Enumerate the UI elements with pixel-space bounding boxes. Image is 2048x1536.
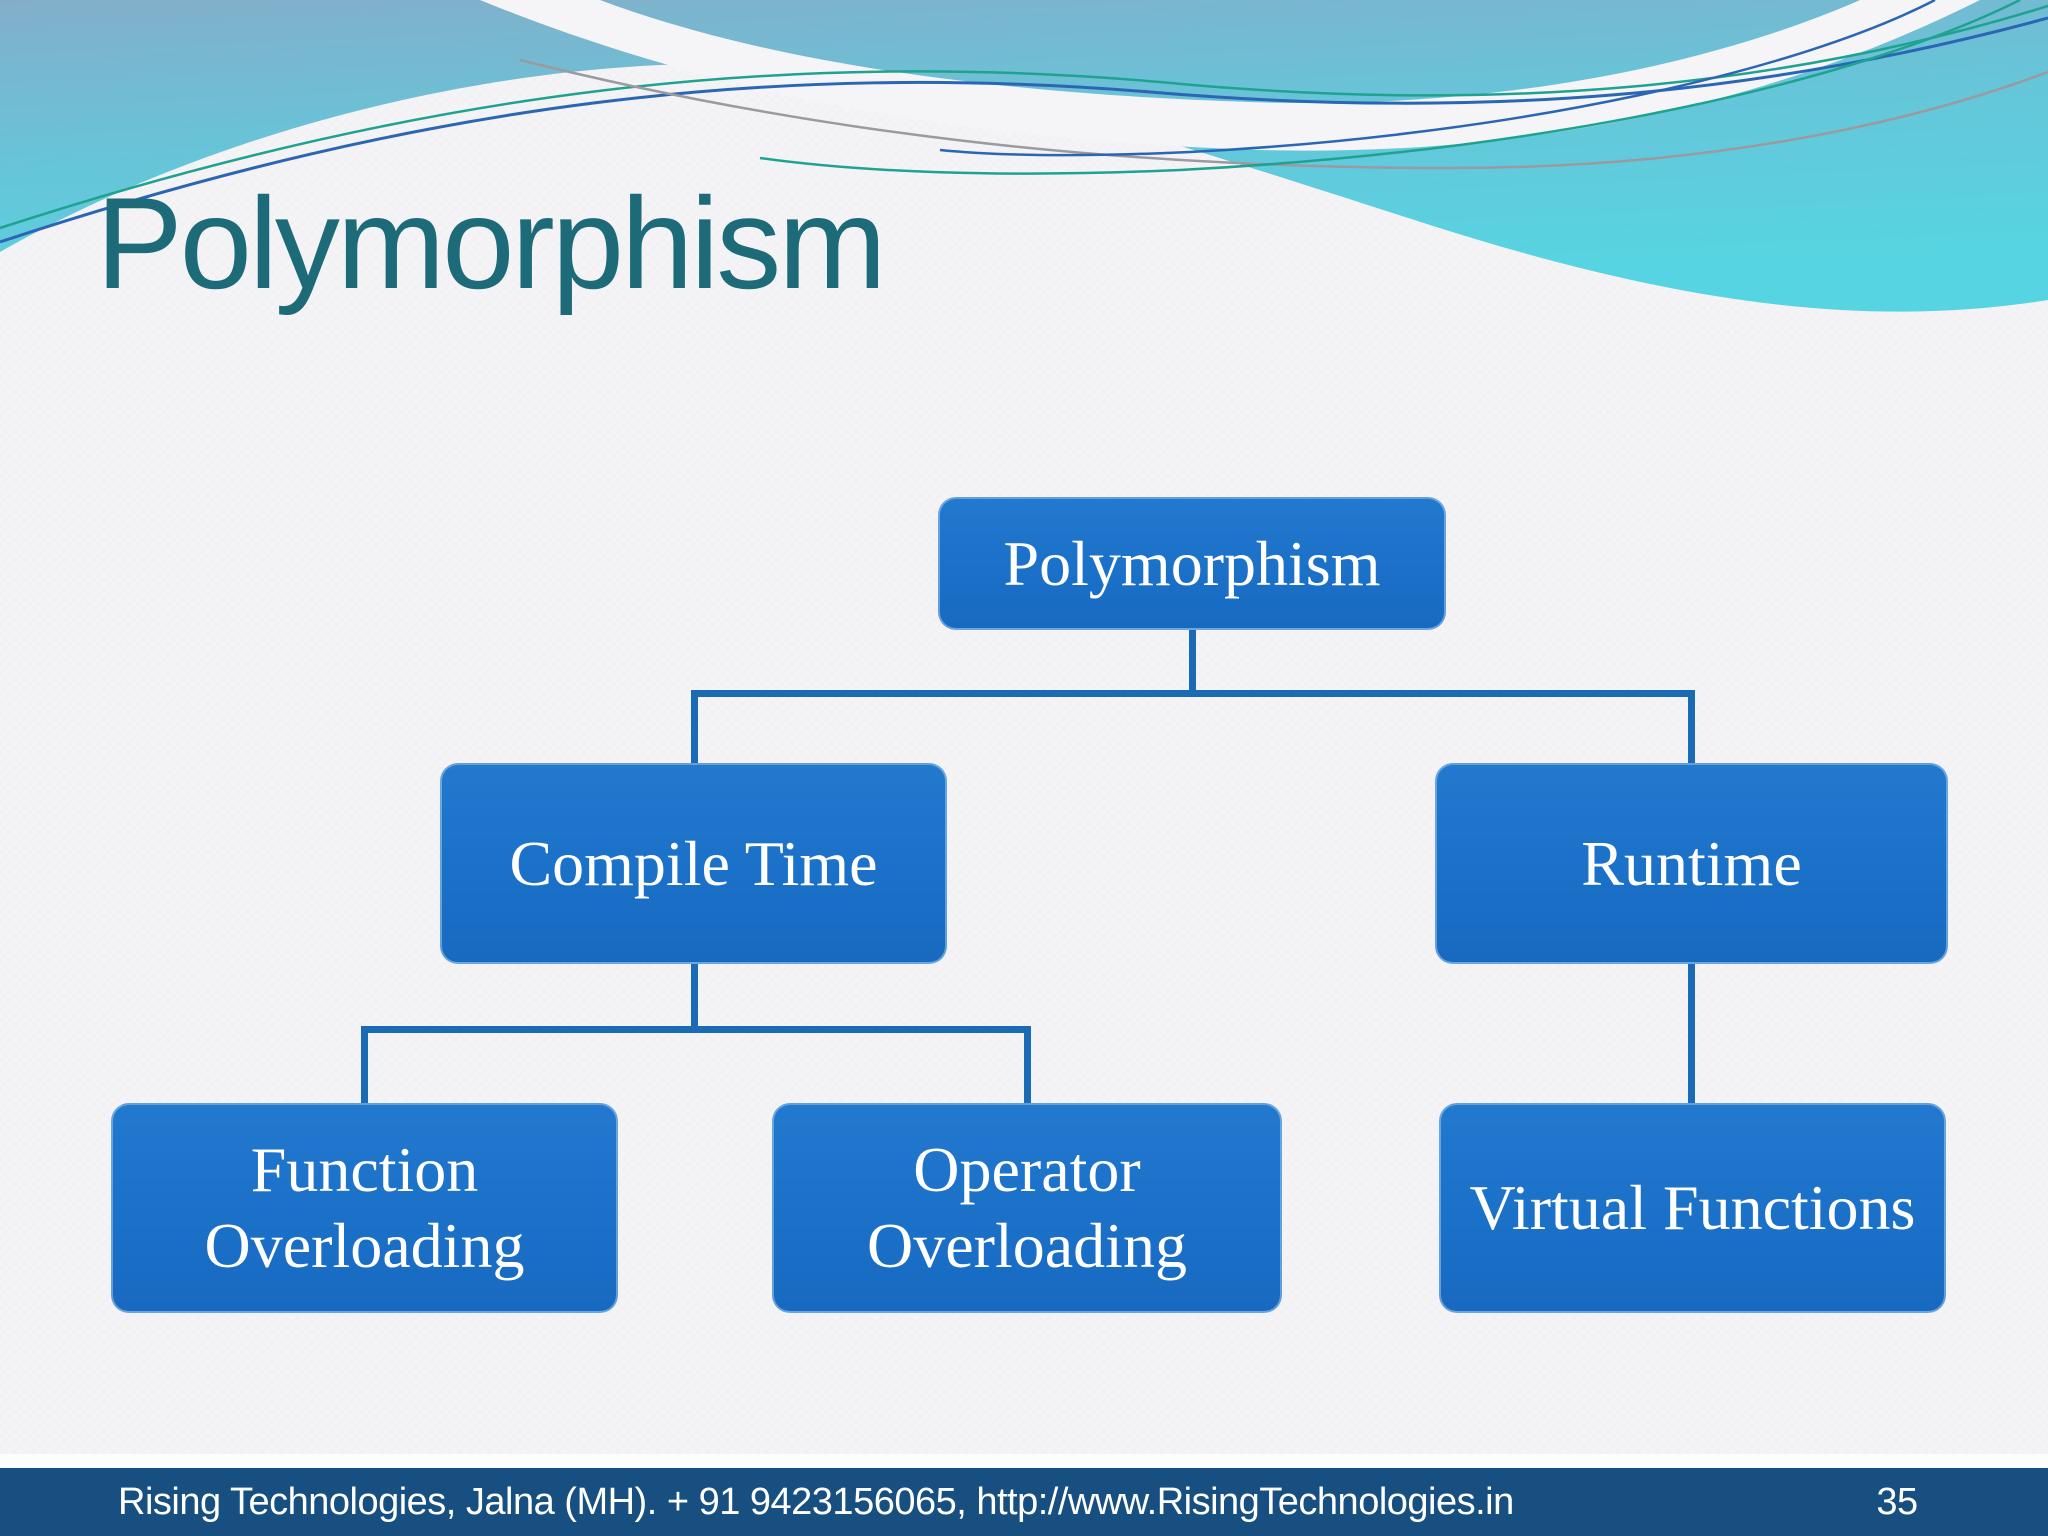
connector-compile-stem (691, 960, 698, 1032)
node-polymorphism: Polymorphism (938, 497, 1446, 630)
connector-root-stem (1189, 628, 1196, 696)
node-label: Compile Time (509, 827, 878, 899)
node-label: Polymorphism (1003, 527, 1381, 599)
connector-virtual-drop (1688, 960, 1695, 1107)
page-number: 35 (1876, 1480, 1918, 1523)
node-runtime: Runtime (1435, 763, 1948, 964)
connector-level2-bus (691, 690, 1695, 697)
footer-text: Rising Technologies, Jalna (MH). + 91 94… (118, 1480, 1514, 1523)
node-virtual-functions: Virtual Functions (1439, 1103, 1946, 1313)
node-label: Runtime (1581, 827, 1802, 899)
footer-divider (0, 1454, 2048, 1468)
connector-operator-drop (1024, 1026, 1031, 1106)
node-label: Virtual Functions (1469, 1172, 1916, 1244)
node-label: Operator Overloading (867, 1134, 1187, 1281)
node-compile-time: Compile Time (440, 763, 947, 964)
connector-runtime-drop (1688, 690, 1695, 768)
connector-compile-drop (691, 690, 698, 768)
connector-function-drop (361, 1026, 368, 1106)
slide-title: Polymorphism (96, 170, 887, 316)
node-function-overloading: Function Overloading (111, 1103, 618, 1313)
node-operator-overloading: Operator Overloading (772, 1103, 1282, 1313)
footer-bar: Rising Technologies, Jalna (MH). + 91 94… (0, 1468, 2048, 1536)
node-label: Function Overloading (204, 1134, 525, 1281)
connector-level3-bus (361, 1026, 1031, 1033)
